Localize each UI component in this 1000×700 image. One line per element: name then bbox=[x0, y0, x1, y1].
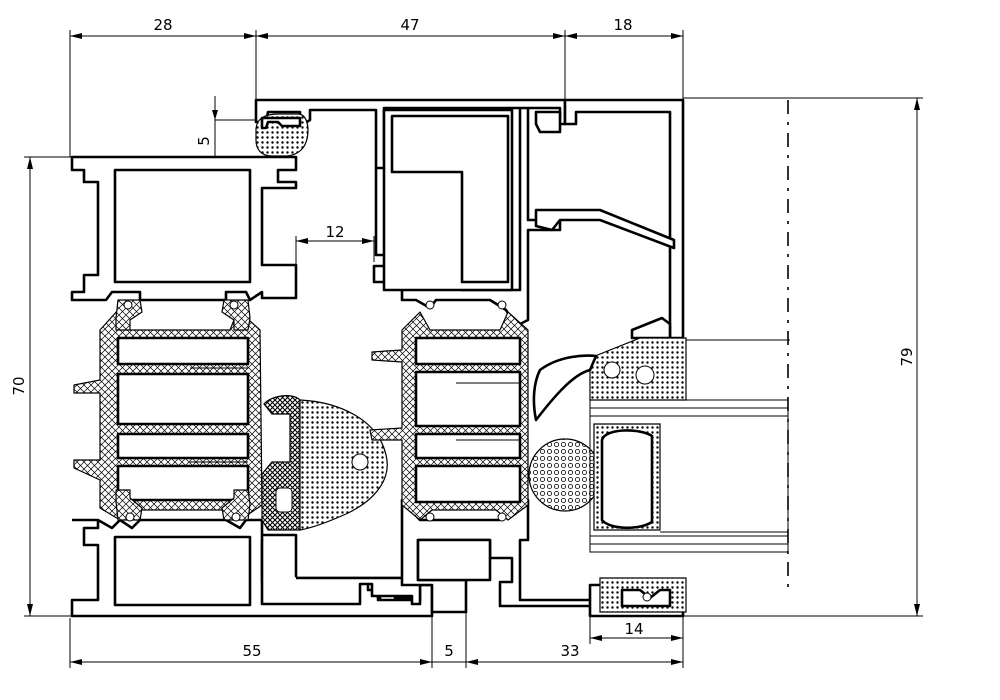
dim-small-5: 5 bbox=[195, 136, 213, 146]
frame-profile-left bbox=[70, 155, 434, 618]
dim-bottom-1: 55 bbox=[242, 642, 261, 660]
dim-left-70: 70 bbox=[10, 376, 28, 395]
dim-right-79: 79 bbox=[898, 347, 916, 366]
thermal-break-right bbox=[369, 300, 529, 522]
center-seal-gasket bbox=[261, 395, 388, 531]
dim-top-2: 47 bbox=[400, 16, 419, 34]
dim-middle-12: 12 bbox=[325, 223, 344, 241]
dim-glazing-14: 14 bbox=[624, 620, 643, 638]
glazing-assembly bbox=[528, 337, 789, 613]
dim-bottom-3: 33 bbox=[560, 642, 579, 660]
sash-profile-center bbox=[254, 98, 622, 614]
dim-top-1: 28 bbox=[153, 16, 172, 34]
dim-top-3: 18 bbox=[613, 16, 632, 34]
dim-bottom-2: 5 bbox=[444, 642, 454, 660]
dimension-lines bbox=[24, 30, 923, 668]
top-corner-gasket bbox=[255, 113, 309, 157]
thermal-break-left bbox=[73, 299, 263, 522]
